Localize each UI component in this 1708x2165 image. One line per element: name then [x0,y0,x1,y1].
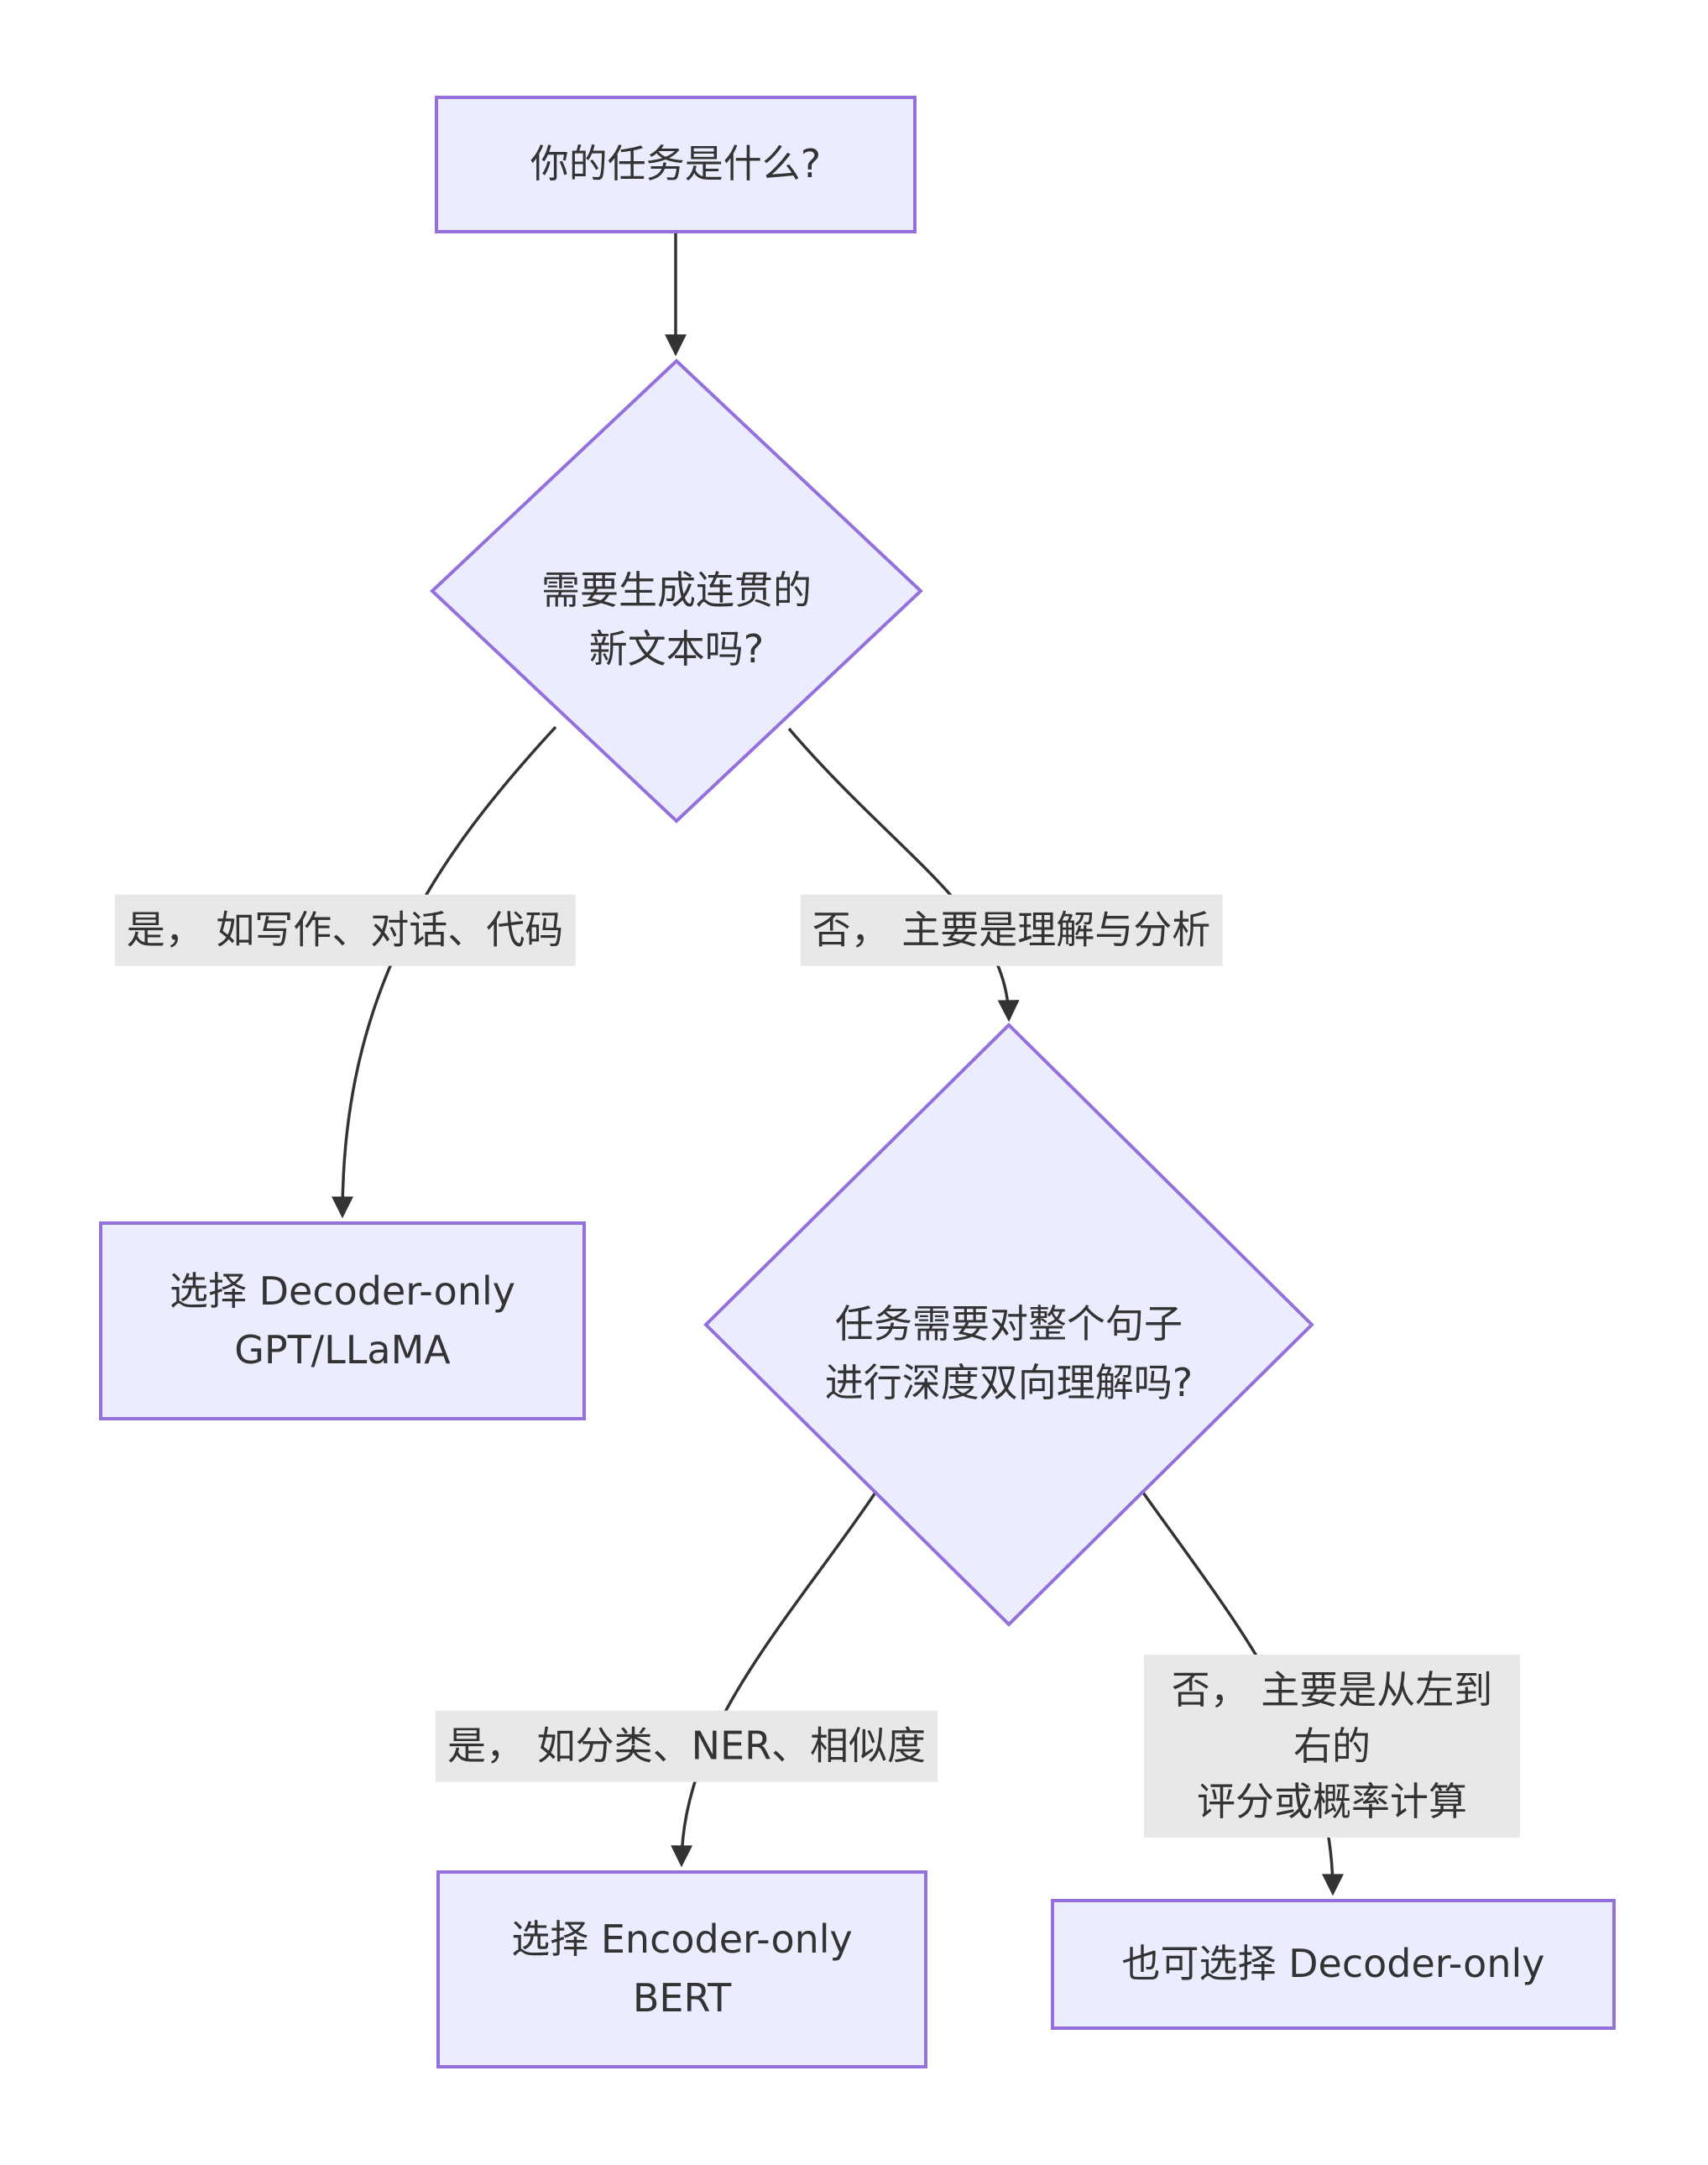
edge-label-yes-generation: 是， 如写作、对话、代码 [114,894,576,966]
edge-decision1-yes-to-gpt [332,725,557,1219]
edge-label-yes-bidirectional: 是， 如分类、NER、相似度 [435,1710,938,1782]
node-task-label: 你的任务是什么? [530,141,822,187]
decision-bidirectional-diamond [703,1022,1314,1627]
node-bert: 选择 Encoder-only BERT [436,1870,927,2068]
edge-label-no-left-to-right: 否， 主要是从左到右的 评分或概率计算 [1144,1654,1520,1838]
edge-label-no-understanding: 否， 主要是理解与分析 [800,894,1223,966]
edge-decision2-yes-to-bert [671,1492,877,1868]
edge-decision1-no-to-decision2 [787,727,1020,1022]
decision-generate-diamond [430,358,923,824]
node-gpt: 选择 Decoder-only GPT/LLaMA [99,1221,586,1420]
node-bert-label: 选择 Encoder-only BERT [511,1917,853,2021]
node-task: 你的任务是什么? [435,96,917,233]
node-gpt-label: 选择 Decoder-only GPT/LLaMA [169,1268,515,1373]
node-decoder-alt-label: 也可选择 Decoder-only [1121,1941,1545,1987]
node-decoder-alt: 也可选择 Decoder-only [1051,1899,1616,2030]
